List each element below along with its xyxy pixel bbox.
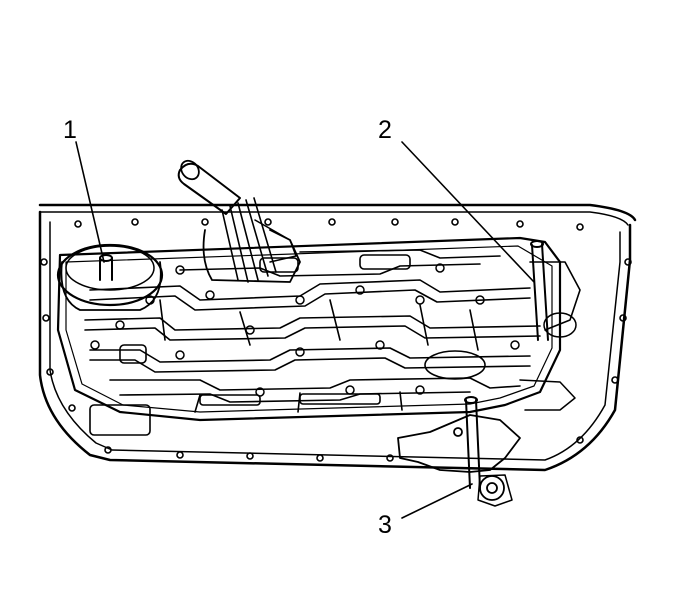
- guide-pin-3: [464, 396, 481, 489]
- case-flange: [38, 203, 637, 222]
- flange-bolt-holes: [40, 218, 632, 462]
- callout-2: 2: [378, 116, 392, 144]
- callout-1: 1: [63, 116, 77, 144]
- valve-body-channels: [84, 249, 541, 436]
- guide-pin-1: [99, 254, 113, 281]
- valve-body-plate: [56, 236, 562, 422]
- leader-lines: [75, 141, 535, 519]
- bracket-assembly: [397, 414, 521, 507]
- wiring-connector: [177, 159, 301, 283]
- plate-bolt-holes: [90, 263, 520, 397]
- accumulator-housing: [56, 243, 164, 311]
- callout-3: 3: [378, 511, 392, 539]
- guide-pin-2: [519, 240, 581, 411]
